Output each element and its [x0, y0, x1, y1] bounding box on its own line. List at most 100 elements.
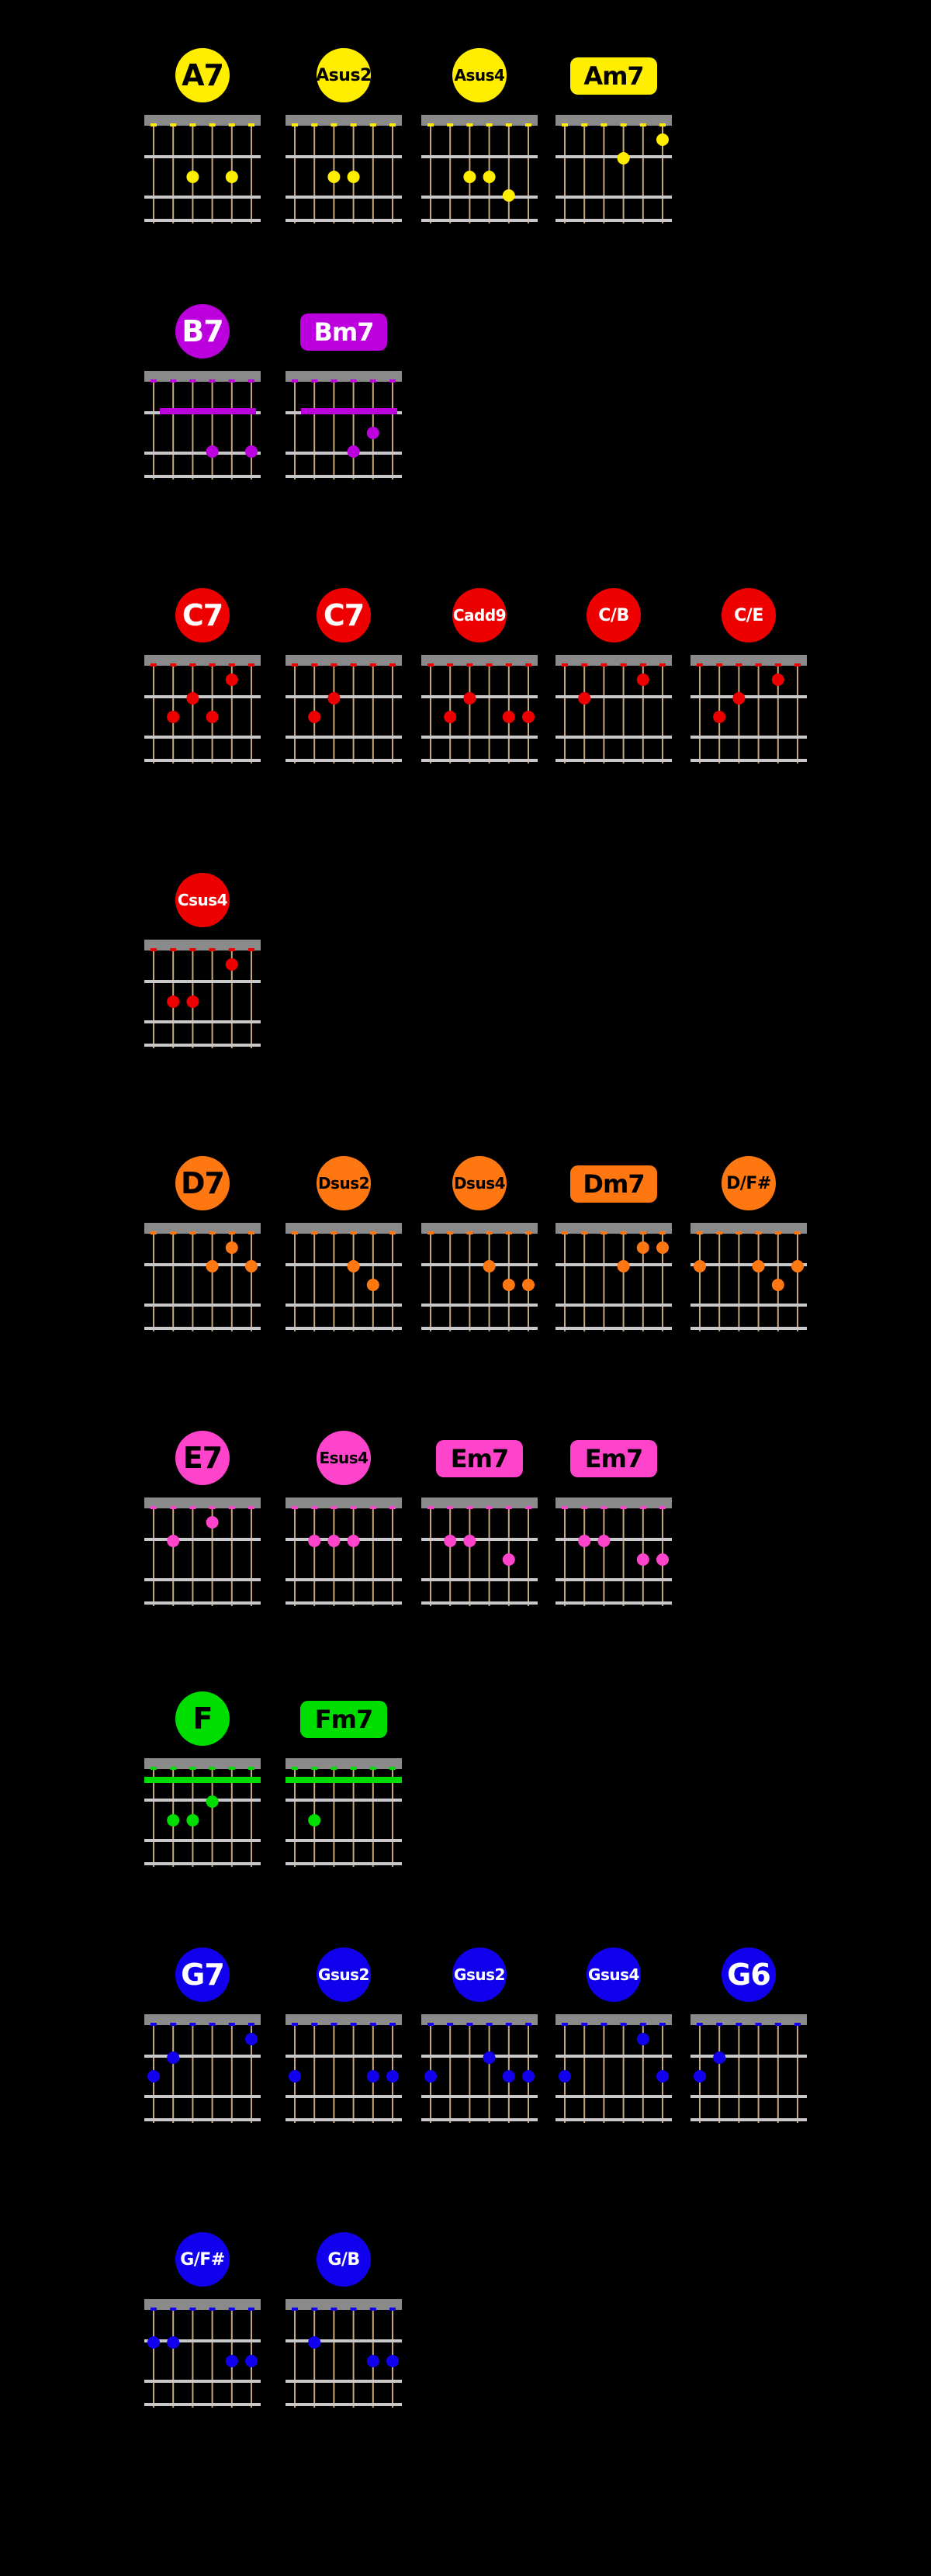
nut [286, 2299, 402, 2310]
fret-wire [555, 196, 672, 199]
fret-wire [421, 1578, 538, 1581]
fret-wire [421, 1263, 538, 1266]
fret-wire [421, 155, 538, 158]
fret-wire [690, 695, 807, 698]
chord-name-badge: G/B [317, 2232, 371, 2287]
nut [690, 655, 807, 666]
nut [286, 1758, 402, 1769]
chord-diagram: Gsus2 [286, 1948, 402, 2126]
fret-wire [555, 2118, 672, 2121]
fret-wire [286, 452, 402, 455]
chord-diagram: Bm7 [286, 304, 402, 483]
finger-dot [617, 152, 630, 164]
finger-dot [206, 445, 219, 458]
finger-dot [167, 1814, 180, 1826]
finger-dot [327, 692, 341, 705]
fret-wire [555, 219, 672, 222]
chord-name-badge: Asus4 [452, 48, 507, 102]
string-tick [170, 123, 177, 126]
string-tick [170, 1231, 177, 1234]
string-tick [292, 379, 298, 383]
string-tick [697, 1231, 703, 1234]
string-tick [189, 1506, 196, 1509]
string-tick [228, 948, 235, 951]
fret-wire [144, 219, 261, 222]
nut [690, 2014, 807, 2025]
finger-dot [463, 692, 476, 705]
chord-name-badge: Em7 [436, 1440, 523, 1477]
string-tick [292, 663, 298, 667]
string-tick [170, 663, 177, 667]
string-tick [447, 1506, 454, 1509]
fret-wire [555, 155, 672, 158]
string-tick [659, 1506, 666, 1509]
finger-dot [559, 2070, 571, 2083]
finger-dot [771, 1279, 784, 1291]
finger-dot [308, 1535, 321, 1547]
string-tick [311, 1231, 318, 1234]
finger-dot [308, 2336, 321, 2349]
chord-diagram: B7 [144, 304, 261, 483]
fret-wire [144, 475, 261, 478]
string-tick [350, 379, 357, 383]
nut [555, 1223, 672, 1234]
nut [144, 1223, 261, 1234]
finger-dot [483, 171, 496, 183]
fret-wire [144, 736, 261, 739]
fret-wire [286, 1304, 402, 1307]
fret-wire [286, 2055, 402, 2058]
string-tick [209, 1506, 216, 1509]
fretboard [286, 2299, 402, 2408]
fretboard [421, 1223, 538, 1331]
fret-wire [286, 1601, 402, 1605]
finger-dot [597, 1535, 611, 1547]
string-tick [447, 663, 454, 667]
string-tick [774, 2023, 781, 2026]
string-tick [292, 123, 298, 126]
finger-dot [186, 995, 199, 1008]
string-tick [486, 123, 493, 126]
string-tick [486, 2023, 493, 2026]
chord-name-badge: Dsus4 [452, 1156, 507, 1210]
fret-wire [421, 1538, 538, 1541]
chord-name-badge: C7 [175, 588, 230, 642]
chord-diagram: G6 [690, 1948, 807, 2126]
finger-dot [656, 1241, 669, 1254]
string-tick [620, 123, 627, 126]
fret-wire [144, 1862, 261, 1865]
fret-wire [286, 2095, 402, 2098]
chord-name-badge: Gsus4 [587, 1948, 641, 2002]
string-tick [562, 1231, 568, 1234]
fretboard [555, 2014, 672, 2123]
chord-name-badge: G7 [175, 1948, 230, 2002]
fret-wire [690, 759, 807, 762]
string-tick [581, 123, 588, 126]
finger-dot [347, 1535, 360, 1547]
fret-wire [690, 1263, 807, 1266]
fret-wire [286, 695, 402, 698]
string-tick [209, 1767, 216, 1770]
string-tick [735, 2023, 742, 2026]
nut [555, 1497, 672, 1508]
fretboard [690, 2014, 807, 2123]
chord-name-badge: Gsus2 [452, 1948, 507, 2002]
chord-name-badge: C7 [317, 588, 371, 642]
fret-wire [421, 695, 538, 698]
fret-wire [286, 2380, 402, 2383]
chord-name-badge: C/B [587, 588, 641, 642]
string-tick [427, 123, 434, 126]
string-tick [228, 123, 235, 126]
nut [286, 115, 402, 126]
finger-dot [522, 711, 535, 723]
string-tick [389, 379, 396, 383]
string-tick [697, 663, 703, 667]
nut [144, 1758, 261, 1769]
string-tick [170, 948, 177, 951]
string-tick [447, 123, 454, 126]
string-tick [525, 1231, 531, 1234]
string-tick [311, 663, 318, 667]
finger-dot [366, 2070, 379, 2083]
string-tick [311, 2023, 318, 2026]
nut [555, 115, 672, 126]
fret-wire [421, 1601, 538, 1605]
